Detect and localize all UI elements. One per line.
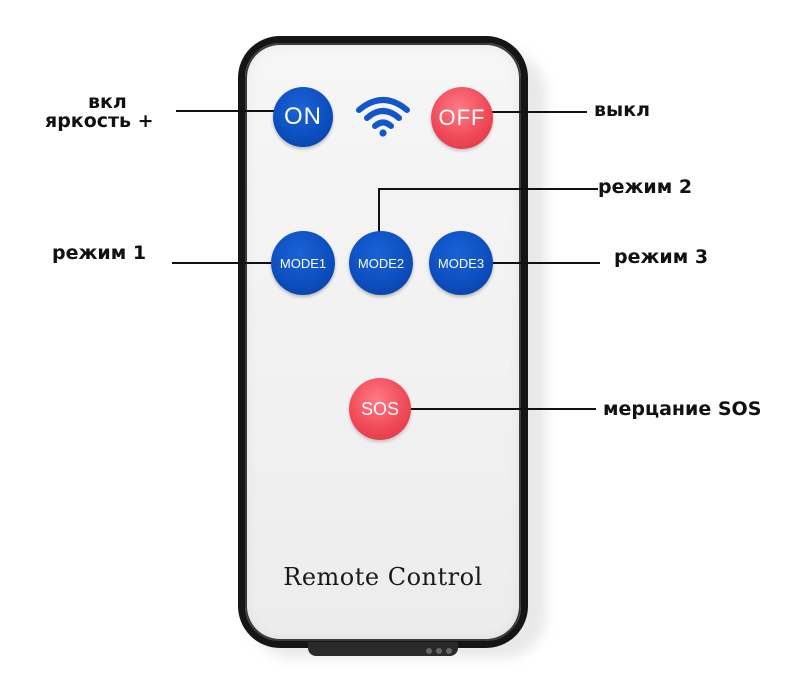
mode2-annotation: режим 2 (598, 176, 693, 198)
remote-bottom-tab (308, 642, 458, 656)
remote-caption: Remote Control (283, 563, 483, 591)
mode1-leader-line (172, 262, 276, 264)
mode1-annotation: режим 1 (52, 242, 147, 264)
off-button[interactable]: OFF (431, 87, 493, 149)
sos-leader-line (408, 408, 596, 410)
wifi-signal-icon (356, 97, 410, 137)
on-leader-line (176, 110, 276, 112)
mode3-leader-line (490, 262, 600, 264)
sos-annotation: мерцание SOS (603, 398, 762, 420)
tab-dot (436, 648, 442, 654)
on-button[interactable]: ON (273, 87, 333, 147)
sos-button-label: SOS (360, 398, 399, 419)
off-leader-line (492, 111, 587, 113)
off-annotation: выкл (594, 99, 651, 121)
mode3-button[interactable]: MODE3 (429, 231, 493, 295)
tab-dot (426, 648, 432, 654)
mode2-button[interactable]: MODE2 (349, 231, 413, 295)
on-button-label: ON (284, 103, 322, 130)
off-button-label: OFF (438, 105, 486, 130)
mode2-button-label: MODE2 (357, 255, 405, 271)
mode2-leader-line (378, 188, 598, 190)
sos-button[interactable]: SOS (349, 378, 411, 440)
mode3-annotation: режим 3 (614, 246, 709, 268)
mode1-button-label: MODE1 (279, 255, 327, 271)
mode2-leader-vertical (378, 188, 380, 234)
tab-dot (446, 648, 452, 654)
mode3-button-label: MODE3 (437, 255, 485, 271)
on-annotation-line2: яркость + (45, 110, 154, 132)
mode1-button[interactable]: MODE1 (271, 231, 335, 295)
on-annotation-line1: вкл (88, 91, 127, 113)
